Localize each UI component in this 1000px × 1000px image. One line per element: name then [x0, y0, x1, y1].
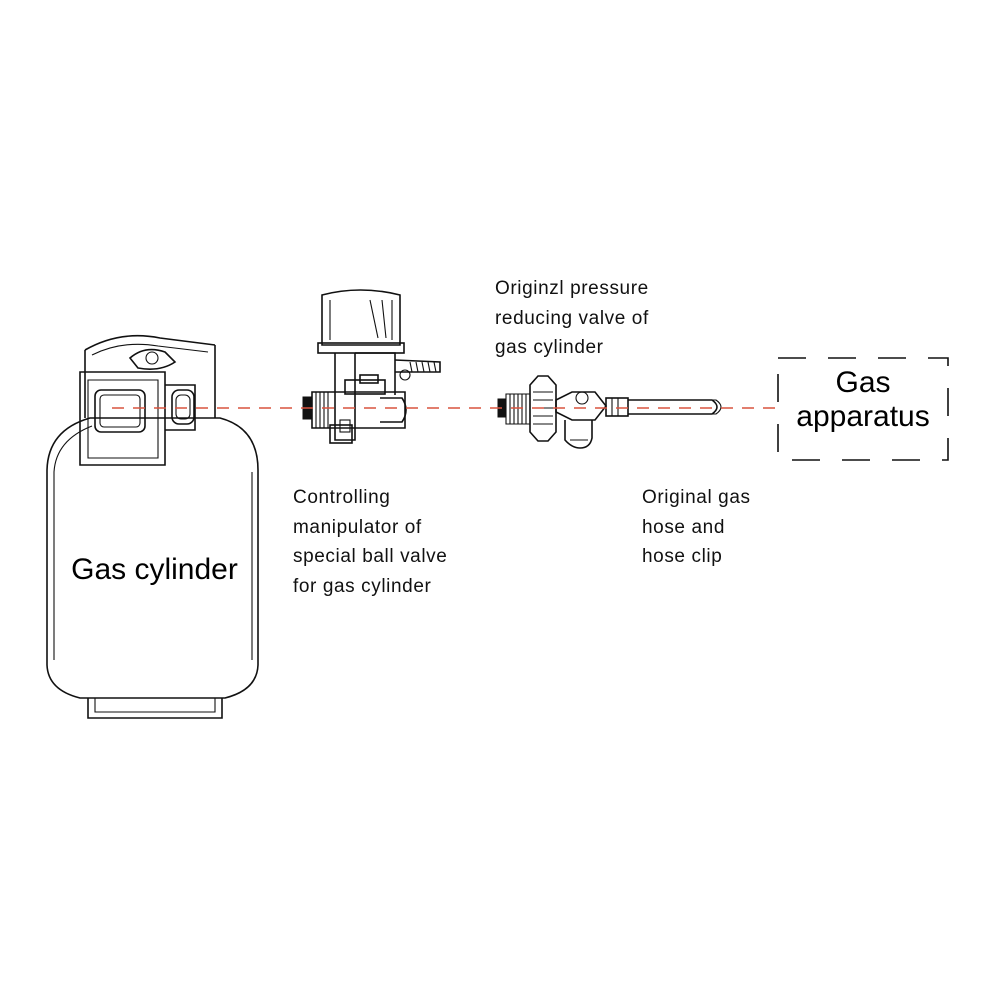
hose-label-line: Original gas — [642, 487, 751, 508]
manipulator-label-line: special ball valve — [293, 546, 448, 567]
gas-apparatus-label-line: Gas — [835, 366, 891, 399]
gas-apparatus-label: Gas apparatus — [778, 366, 948, 434]
manipulator-label: Controlling manipulator of special ball … — [293, 483, 447, 601]
manipulator-label-line: Controlling — [293, 487, 391, 508]
manipulator-label-line: for gas cylinder — [293, 575, 432, 597]
gas-cylinder-label: Gas cylinder — [71, 553, 238, 586]
gas-apparatus-box — [777, 357, 949, 461]
regulator-label: Originzl pressure reducing valve of gas … — [495, 274, 649, 363]
ball-valve-manipulator-drawing — [302, 289, 441, 444]
gas-cylinder-drawing — [46, 334, 259, 719]
pressure-regulator-drawing — [497, 375, 722, 449]
regulator-label-line: Originzl pressure — [495, 278, 649, 299]
hose-label-line: hose clip — [642, 546, 723, 567]
gas-apparatus-label-line: apparatus — [796, 400, 930, 433]
regulator-label-line: reducing valve of — [495, 307, 649, 329]
manipulator-label-line: manipulator of — [293, 516, 422, 538]
regulator-label-line: gas cylinder — [495, 337, 604, 358]
hose-label-line: hose and — [642, 516, 725, 538]
hose-label: Original gas hose and hose clip — [642, 483, 751, 572]
